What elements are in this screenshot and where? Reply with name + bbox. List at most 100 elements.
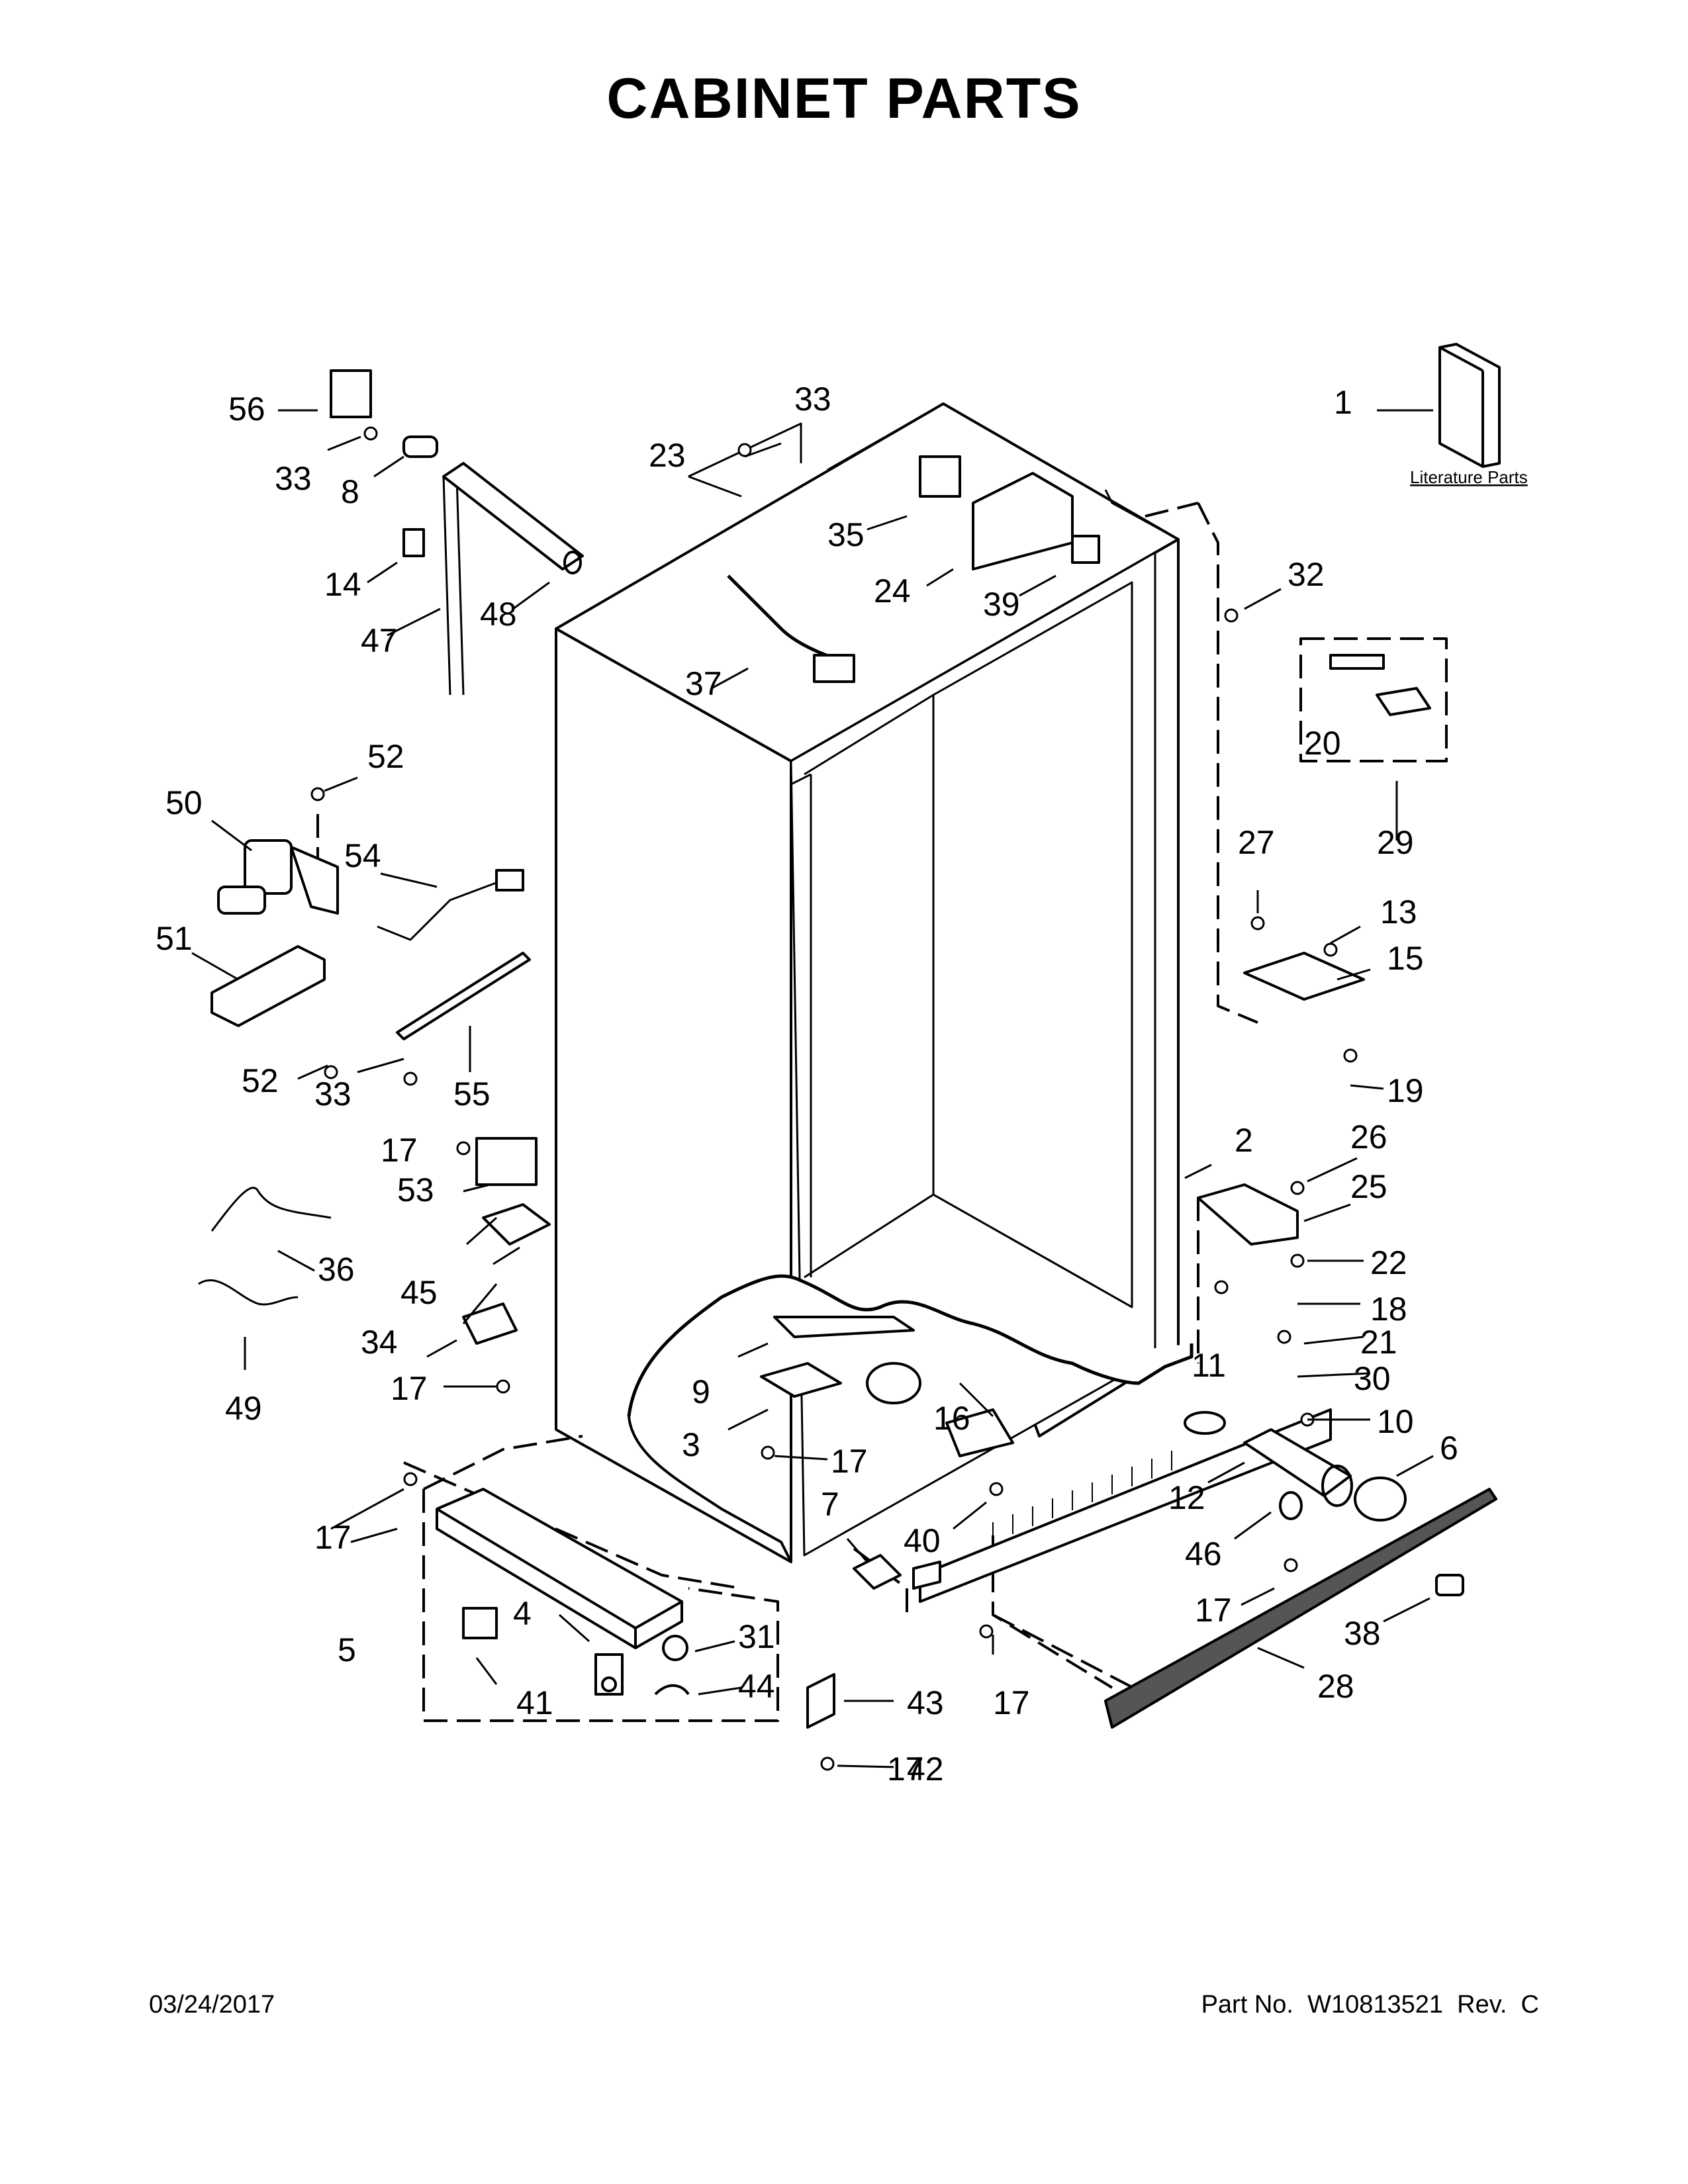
callout-17d: 17	[831, 1443, 868, 1480]
wire-harness	[377, 879, 504, 941]
callout-25: 25	[1350, 1168, 1387, 1205]
callout-17b: 17	[391, 1370, 428, 1407]
callout-12: 12	[1168, 1479, 1205, 1516]
spacer-46	[1279, 1491, 1303, 1520]
heater-14	[402, 528, 425, 557]
callout-35: 35	[827, 516, 865, 553]
callout-52b: 52	[242, 1062, 279, 1099]
callout-11: 11	[1192, 1347, 1226, 1384]
callout-33c: 33	[314, 1075, 352, 1113]
callout-17a: 17	[381, 1132, 418, 1169]
sensor-39	[1071, 535, 1100, 564]
callout-17c: 17	[314, 1519, 352, 1556]
callout-50: 50	[165, 784, 203, 821]
tube-clip	[475, 1137, 538, 1186]
hinge-spring-20	[1329, 654, 1385, 670]
callout-5: 5	[338, 1631, 356, 1668]
callout-24: 24	[874, 572, 911, 610]
literature-parts-label: Literature Parts	[1410, 467, 1528, 487]
bushing-8	[402, 435, 438, 458]
callout-17e: 17	[993, 1684, 1030, 1721]
callout-39: 39	[983, 586, 1020, 623]
callout-15: 15	[1387, 940, 1424, 977]
callout-40: 40	[904, 1522, 941, 1559]
callout-31: 31	[738, 1618, 775, 1655]
shelf-strip	[396, 952, 531, 1040]
callout-33a: 33	[794, 381, 831, 418]
callout-54: 54	[344, 837, 381, 874]
callout-53: 53	[397, 1171, 434, 1208]
callout-10: 10	[1377, 1403, 1414, 1440]
callout-9: 9	[692, 1373, 710, 1410]
callout-49: 49	[225, 1390, 262, 1427]
callout-29: 29	[1377, 824, 1414, 861]
callout-42: 42	[907, 1751, 944, 1788]
base-grille	[1104, 1488, 1497, 1729]
leader-arrows	[191, 409, 1434, 1768]
drain-tray-3	[760, 1362, 842, 1398]
callout-23: 23	[649, 437, 686, 474]
drain-part-9	[773, 1316, 915, 1338]
callout-20: 20	[1304, 725, 1341, 762]
callout-45: 45	[400, 1274, 438, 1311]
mounting-plate-24	[972, 472, 1074, 570]
callout-22: 22	[1370, 1244, 1407, 1281]
callout-44: 44	[738, 1668, 775, 1705]
callout-41: 41	[516, 1684, 553, 1721]
callout-38: 38	[1344, 1615, 1381, 1652]
water-valve	[217, 839, 339, 915]
water-filter-housing	[1243, 1428, 1407, 1522]
bracket-56	[330, 369, 372, 418]
footer-part-number: Part No. W10813521 Rev. C	[1201, 1991, 1539, 2019]
fill-tube-48	[442, 462, 584, 570]
callout-52a: 52	[367, 738, 404, 775]
callout-3: 3	[682, 1426, 700, 1463]
callout-28: 28	[1317, 1668, 1354, 1705]
callout-48: 48	[480, 596, 517, 633]
tube-clamp	[482, 1203, 551, 1246]
screws	[310, 426, 1358, 1771]
callout-13: 13	[1380, 893, 1417, 931]
callout-17f: 17	[1195, 1592, 1232, 1629]
callout-14: 14	[324, 566, 361, 603]
callout-55: 55	[453, 1075, 491, 1113]
grille-clip-38	[1435, 1574, 1464, 1596]
water-tube-49	[198, 1279, 299, 1306]
callout-16: 16	[933, 1400, 970, 1437]
callout-30: 30	[1354, 1360, 1391, 1397]
callout-43: 43	[907, 1684, 944, 1721]
callout-6: 6	[1440, 1430, 1458, 1467]
callout-37: 37	[685, 665, 722, 702]
clip-44	[654, 1684, 690, 1696]
callout-47: 47	[361, 622, 398, 659]
control-box-35	[919, 455, 961, 498]
callout-36: 36	[318, 1251, 355, 1288]
callout-33b: 33	[275, 460, 312, 497]
callout-19: 19	[1387, 1072, 1424, 1109]
page-title: CABINET PARTS	[606, 67, 1082, 130]
filter-bracket	[436, 1488, 683, 1649]
hinge-25	[1197, 1183, 1299, 1246]
footer-date: 03/24/2017	[149, 1991, 275, 2019]
callout-51: 51	[156, 920, 193, 957]
callout-34: 34	[361, 1324, 398, 1361]
clip-7	[853, 1554, 902, 1590]
callout-1: 1	[1334, 384, 1352, 421]
mount-bracket	[462, 1302, 518, 1345]
clip-31	[662, 1635, 688, 1661]
callout-32: 32	[1288, 556, 1325, 593]
callout-4: 4	[513, 1595, 532, 1632]
bracket-16	[945, 1408, 1014, 1457]
callout-56: 56	[228, 390, 265, 428]
callout-21: 21	[1360, 1324, 1397, 1361]
callout-labels: 1 2 3 4 5 6 7 8 9 10 11 12 13 14 15 16 1…	[156, 381, 1528, 1788]
toe-grille	[912, 1408, 1332, 1603]
callout-46: 46	[1185, 1535, 1222, 1572]
callout-27: 27	[1238, 824, 1275, 861]
callout-18: 18	[1370, 1291, 1407, 1328]
literature-booklet	[1438, 343, 1501, 468]
callout-17g: 17	[887, 1751, 924, 1788]
callout-7: 7	[821, 1486, 839, 1523]
fill-tube-47	[442, 476, 451, 696]
